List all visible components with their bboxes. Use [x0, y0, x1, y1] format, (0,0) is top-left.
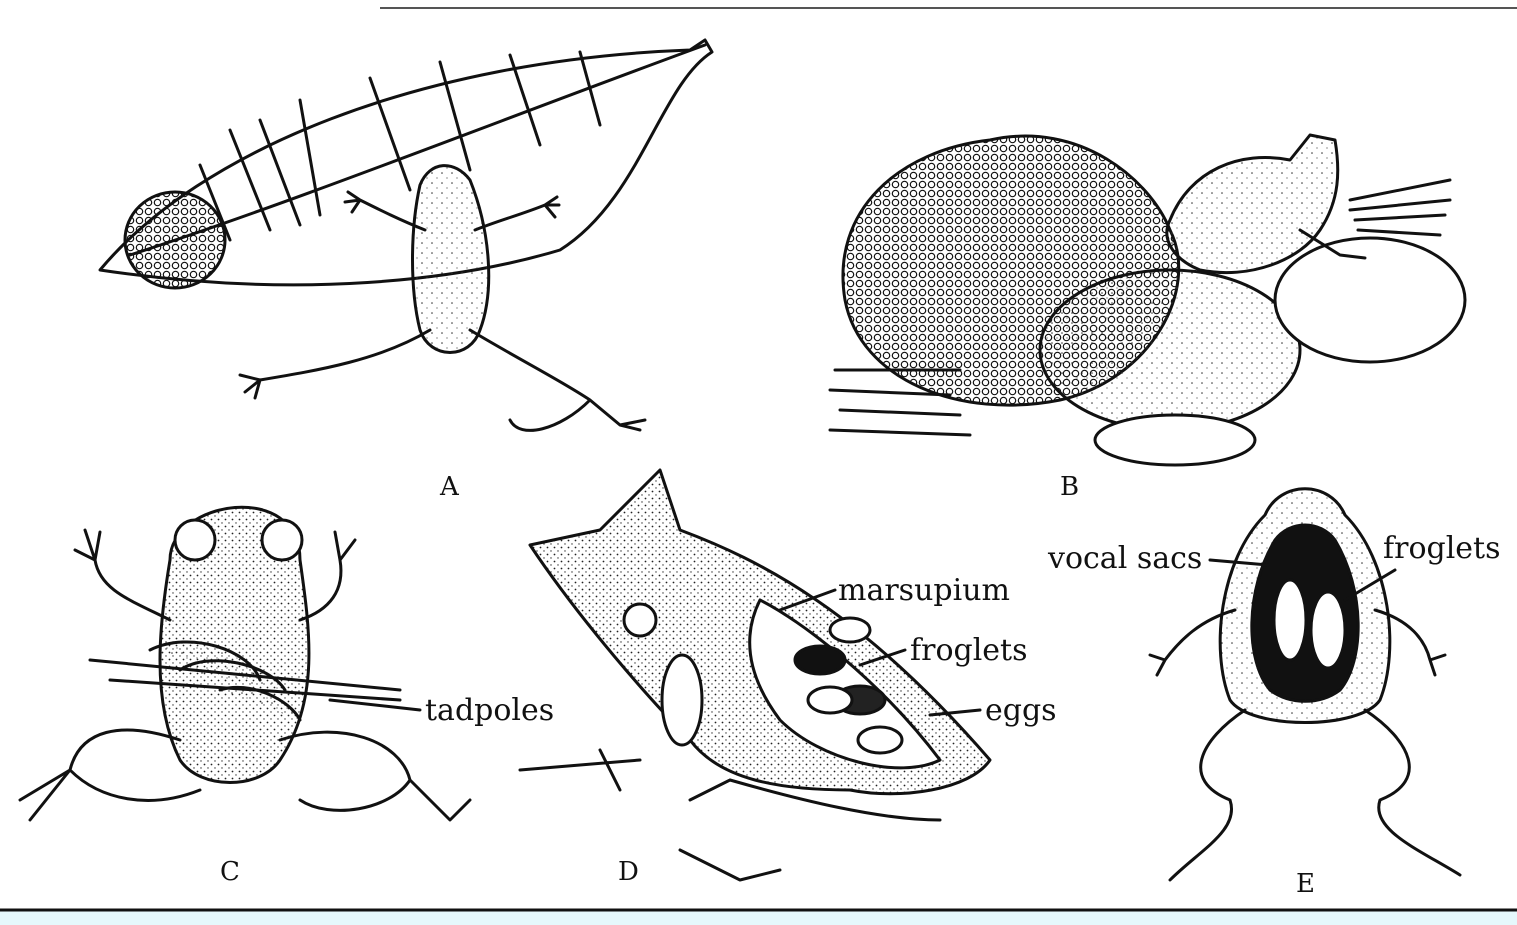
- marsupium-label: marsupium: [838, 573, 1010, 608]
- tadpoles-label: tadpoles: [425, 693, 554, 728]
- rock-right: [1275, 238, 1465, 362]
- vocal-sacs-label: vocal sacs: [1047, 541, 1202, 576]
- eggs-label: eggs: [985, 693, 1057, 728]
- panel-d-label: D: [618, 857, 639, 887]
- froglets-d-label: froglets: [910, 633, 1028, 668]
- froglet-e-1: [1274, 580, 1306, 660]
- leaf-egg-clutch: [125, 192, 225, 288]
- panel-e-label: E: [1296, 869, 1315, 899]
- panel-c-label: C: [220, 857, 240, 887]
- rock-small: [1095, 415, 1255, 465]
- froglets-e-label: froglets: [1383, 531, 1501, 566]
- panel-b-label: B: [1060, 472, 1079, 502]
- panel-a-label: A: [439, 472, 460, 502]
- rock-large: [1040, 270, 1300, 430]
- froglet-e-2: [1311, 592, 1345, 668]
